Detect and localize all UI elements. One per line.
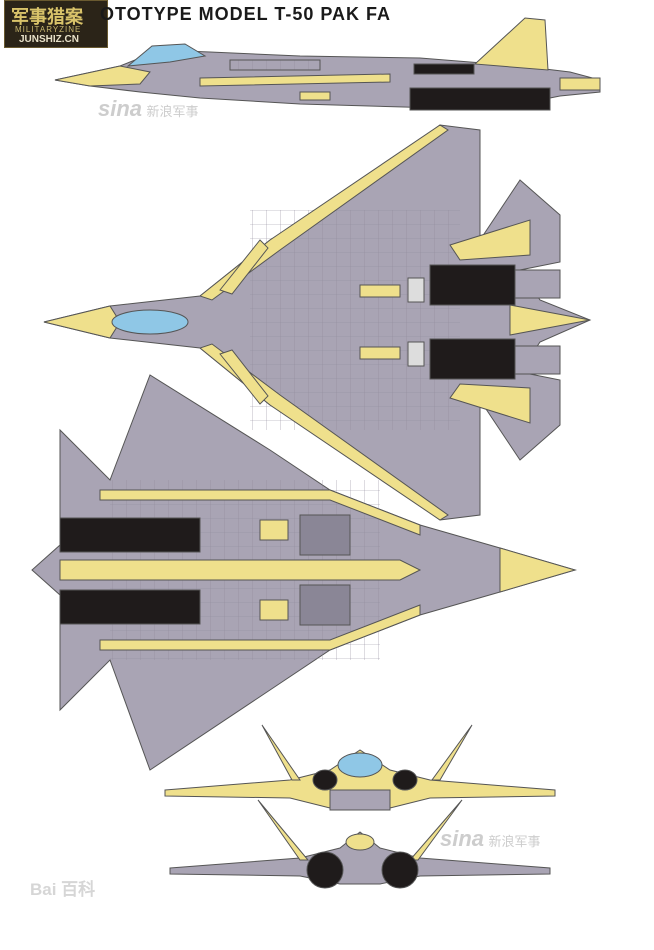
side-view bbox=[54, 17, 601, 111]
front-view-upper bbox=[164, 724, 556, 811]
logo-line1: 军事猎案 bbox=[11, 7, 83, 28]
sina-watermark-top: sina 新浪军事 bbox=[98, 96, 199, 122]
logo-line2: MILITARYZINE bbox=[15, 25, 82, 34]
sina-watermark-bottom: sina 新浪军事 bbox=[440, 826, 541, 852]
logo-line3: JUNSHIZ.CN bbox=[19, 34, 80, 45]
bottom-view bbox=[31, 374, 577, 771]
sina-military-text: 新浪军事 bbox=[146, 104, 199, 119]
sina-logo-text: sina bbox=[98, 96, 143, 121]
sina-logo-text: sina bbox=[440, 826, 485, 851]
sina-military-text: 新浪军事 bbox=[488, 834, 541, 849]
baidu-baike-watermark: Bai 百科 bbox=[30, 880, 96, 899]
top-view bbox=[43, 124, 592, 521]
militaryzine-logo: 军事猎案 MILITARYZINE JUNSHIZ.CN bbox=[4, 0, 108, 48]
diagram-title: OTOTYPE MODEL T-50 PAK FA bbox=[100, 4, 392, 24]
rear-view-lower bbox=[169, 799, 551, 889]
